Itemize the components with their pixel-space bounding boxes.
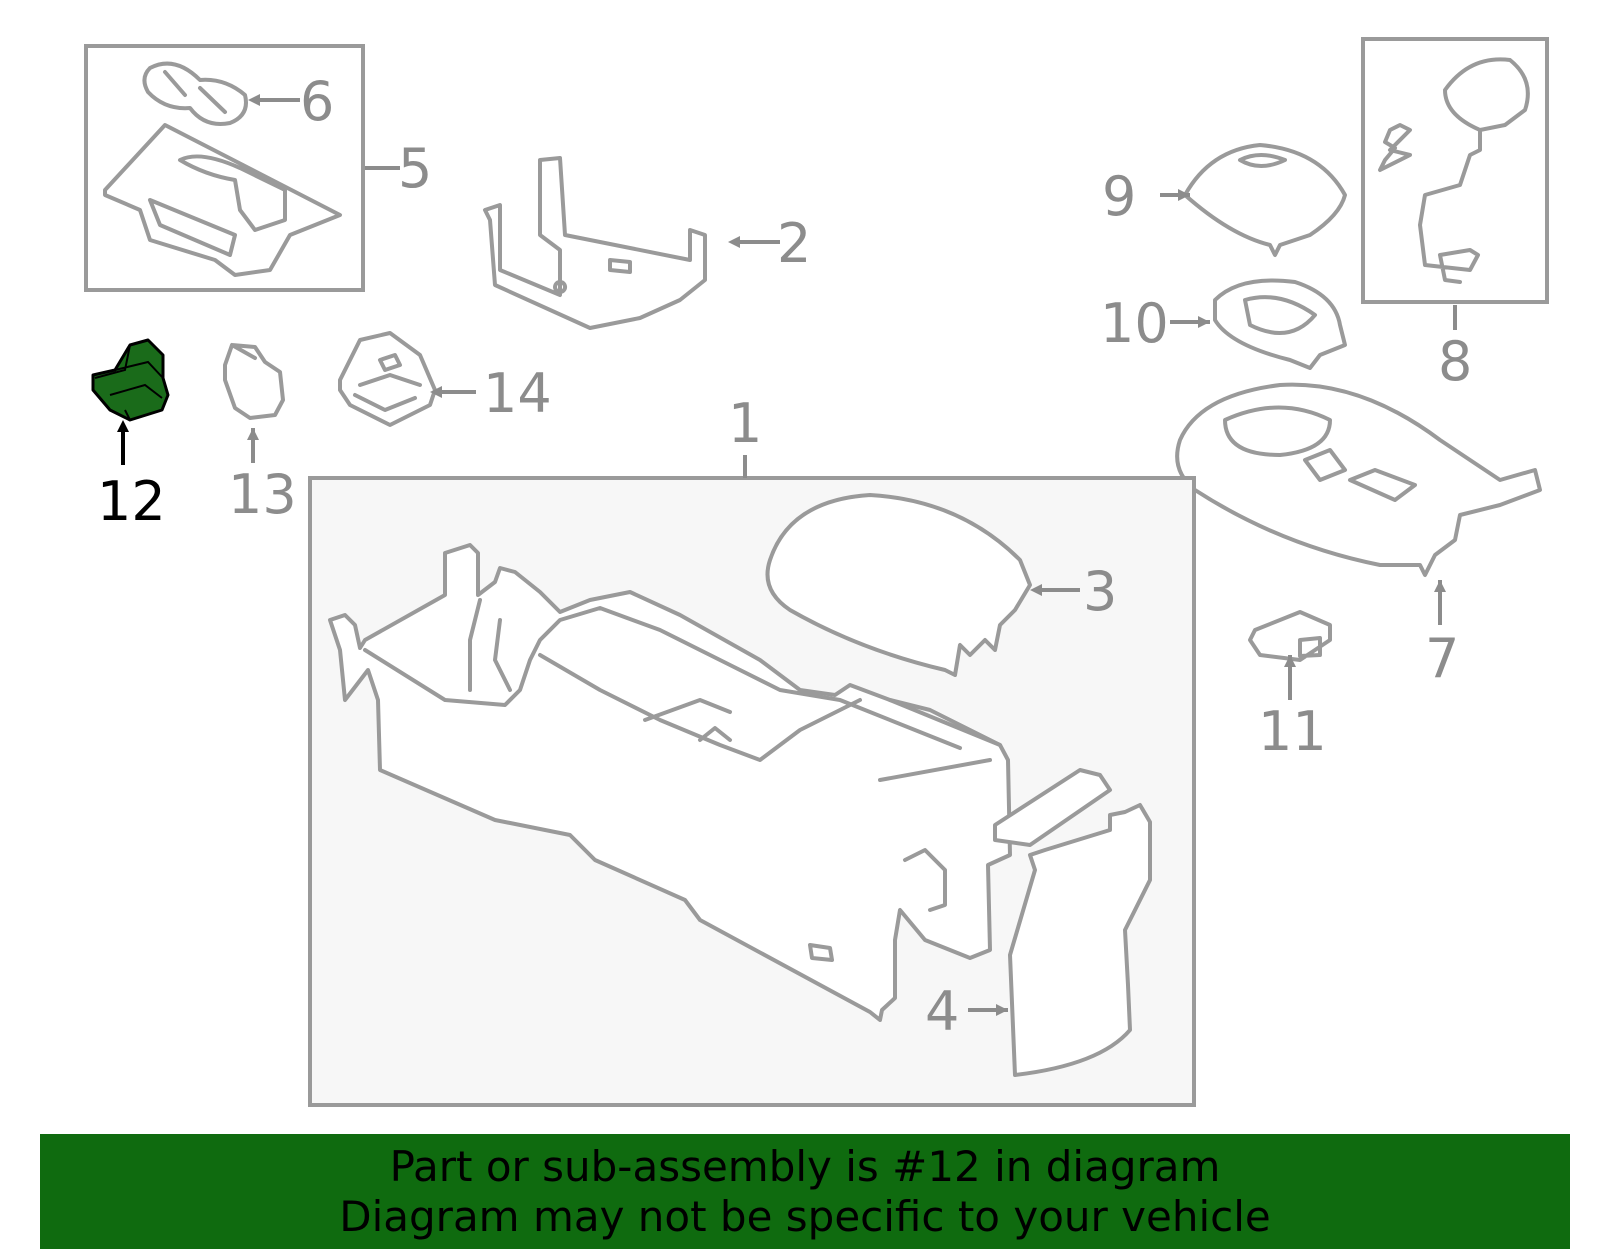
part-13[interactable] [223, 343, 285, 420]
box-part-8 [1361, 37, 1549, 304]
part-7[interactable] [1175, 382, 1542, 577]
part-4[interactable] [1008, 803, 1152, 1077]
part-4-trim [993, 768, 1112, 847]
banner-line-1: Part or sub-assembly is #12 in diagram [389, 1142, 1221, 1191]
part-12-detail [94, 344, 164, 421]
callout-14: 14 [483, 362, 552, 425]
callout-3: 3 [1083, 560, 1117, 623]
part-11[interactable] [1248, 610, 1332, 662]
part-3[interactable] [765, 493, 1032, 677]
part-1-detail [363, 598, 1002, 962]
callout-2: 2 [777, 212, 811, 275]
callout-7: 7 [1425, 627, 1459, 690]
box-part-5 [84, 44, 365, 292]
part-10[interactable] [1213, 278, 1347, 370]
callout-8: 8 [1438, 330, 1472, 393]
banner-line-2: Diagram may not be specific to your vehi… [339, 1192, 1271, 1241]
part-12[interactable] [91, 338, 170, 422]
leader-lines [117, 94, 1457, 1016]
callout-6: 6 [300, 70, 334, 133]
callout-9: 9 [1102, 165, 1136, 228]
callout-11: 11 [1258, 700, 1327, 763]
callout-10: 10 [1100, 292, 1169, 355]
part-14[interactable] [338, 331, 437, 427]
part-8[interactable] [1378, 57, 1530, 284]
callout-5: 5 [398, 137, 432, 200]
callout-12: 12 [97, 470, 166, 533]
callout-1: 1 [728, 392, 762, 455]
part-6[interactable] [142, 61, 248, 126]
part-5[interactable] [103, 123, 342, 277]
part-9[interactable] [1183, 143, 1347, 257]
callout-4: 4 [925, 980, 959, 1043]
callout-13: 13 [228, 463, 297, 526]
info-banner: Part or sub-assembly is #12 in diagram D… [40, 1134, 1570, 1249]
part-2[interactable] [483, 156, 707, 330]
